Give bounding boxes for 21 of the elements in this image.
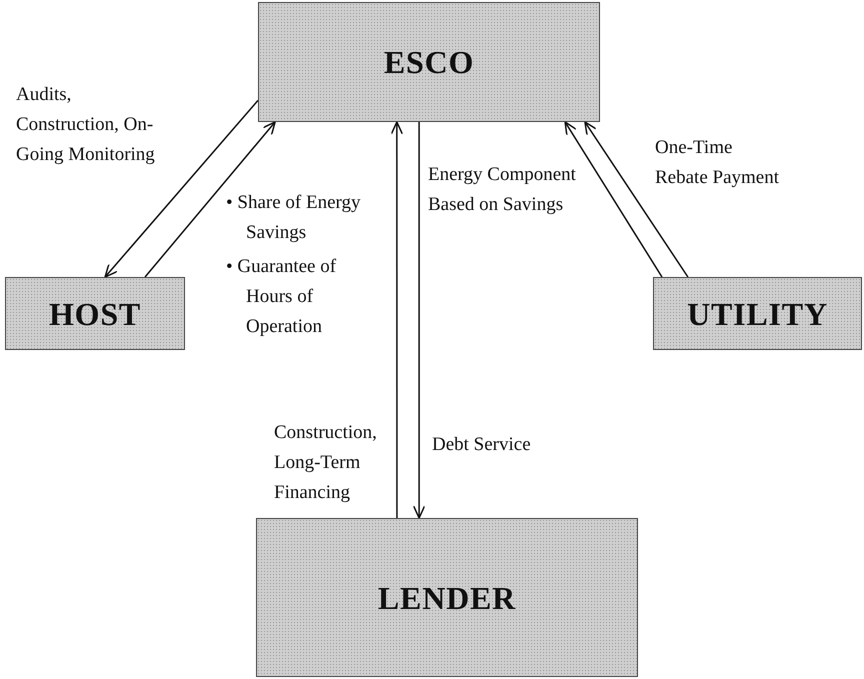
box-label: HOST [48, 294, 142, 334]
edge-label: Energy Component Based on Savings [428, 163, 577, 217]
edge-label: One-Time Rebate Payment [655, 136, 780, 190]
box-label: LENDER [378, 578, 516, 618]
edge-label: Audits, Construction, On-Going Monitoring [16, 83, 156, 167]
arrow [104, 100, 259, 278]
process-box [256, 518, 638, 677]
arrow [144, 121, 276, 278]
arrow [564, 121, 663, 278]
edge-label: Construction, Long-Term Financing [274, 421, 378, 505]
box-label: UTILITY [687, 294, 828, 334]
process-box [5, 277, 185, 350]
bullet-text: • Guarantee of Hours of Operation [226, 255, 338, 339]
box-label: ESCO [384, 43, 474, 82]
process-box [258, 2, 600, 122]
arrow [584, 121, 689, 278]
process-box [653, 277, 862, 350]
edge-label: • Share of Energy Savings [226, 191, 362, 245]
edge-label: Debt Service [432, 433, 532, 457]
arrow [390, 121, 404, 518]
arrow [412, 122, 426, 519]
